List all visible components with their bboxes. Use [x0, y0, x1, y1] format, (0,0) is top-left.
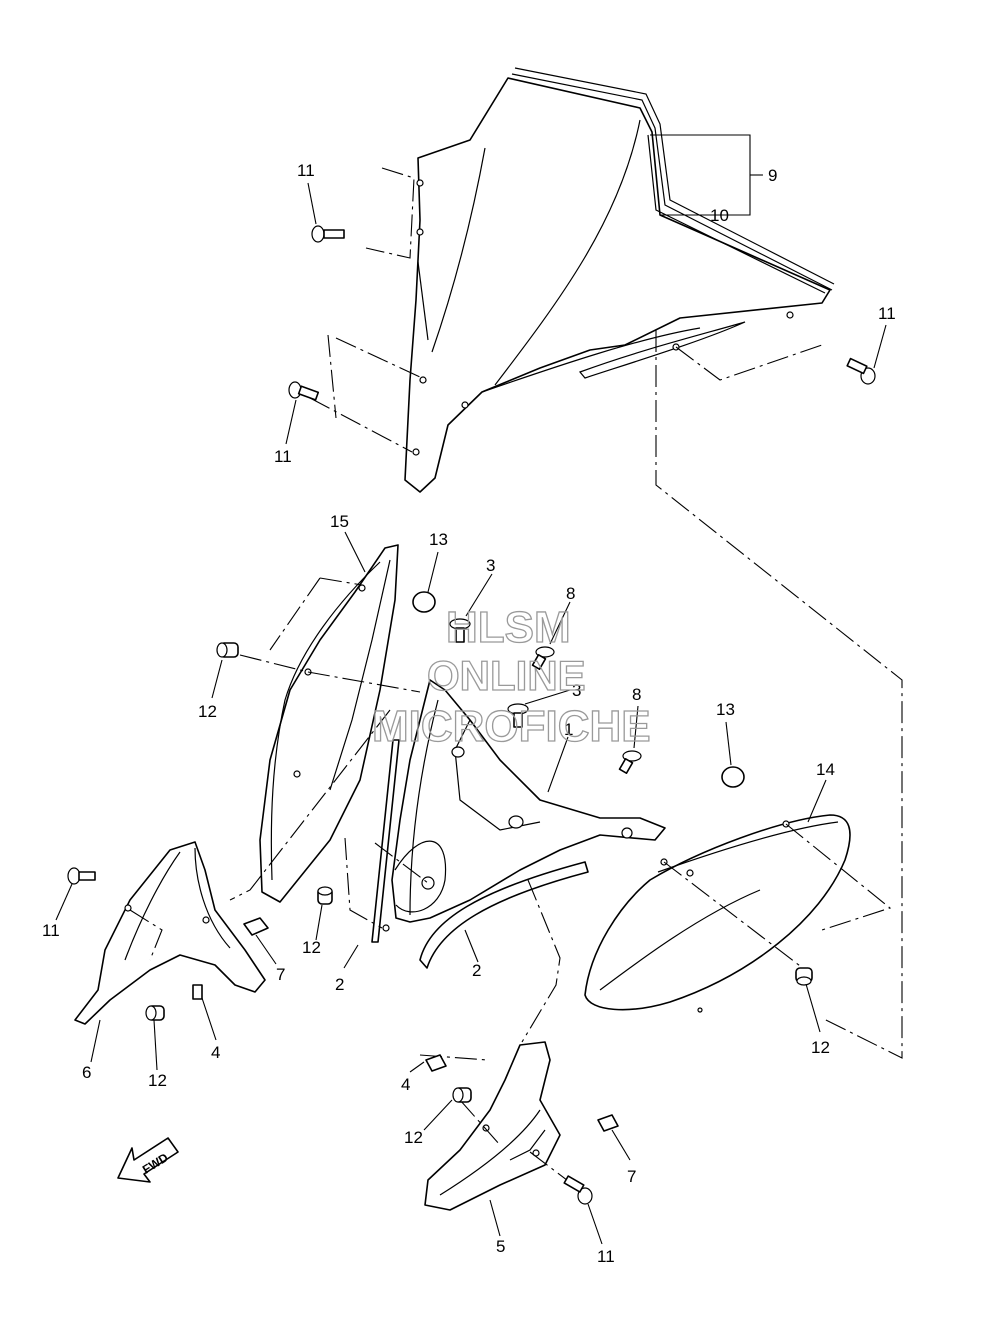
callout-12: 12	[404, 1128, 423, 1147]
callout-12: 12	[148, 1071, 167, 1090]
callout-11: 11	[297, 161, 315, 180]
callout-labels: 9 10 11 11 11 15 13 3 8 3 1 8 13 14 12 1…	[42, 161, 896, 1266]
inner-panel	[382, 679, 666, 932]
bolt-icon	[507, 703, 529, 728]
collar-icon	[317, 886, 333, 905]
watermark-line-1: HLSM	[446, 603, 571, 652]
callout-11: 11	[42, 921, 60, 940]
windscreen-trim	[511, 67, 835, 294]
center-lines	[129, 167, 903, 1191]
screws-11	[67, 225, 876, 1205]
collar-icon	[795, 967, 813, 986]
collar-icon	[216, 642, 239, 658]
screw-icon	[846, 357, 876, 385]
callout-4: 4	[211, 1043, 220, 1062]
callout-12: 12	[198, 702, 217, 721]
bolt-icon	[449, 618, 471, 643]
callout-5: 5	[496, 1237, 505, 1256]
watermark-line-3: MICROFICHE	[372, 702, 651, 751]
callout-8: 8	[632, 685, 641, 704]
callout-11: 11	[597, 1247, 615, 1266]
callout-12: 12	[302, 938, 321, 957]
screw-icon	[563, 1175, 593, 1205]
nut-icon	[597, 1114, 619, 1132]
grommets	[412, 591, 745, 788]
callout-11: 11	[878, 304, 896, 323]
callout-6: 6	[82, 1063, 91, 1082]
callout-8: 8	[566, 584, 575, 603]
side-panel-right	[584, 814, 851, 1013]
callout-3: 3	[572, 681, 581, 700]
bolt-icon	[531, 646, 555, 670]
callout-13: 13	[429, 530, 448, 549]
nut-icon	[192, 984, 203, 1000]
bolt-icon	[618, 750, 642, 774]
callout-9: 9	[768, 166, 777, 185]
callout-15: 15	[330, 512, 349, 531]
collar-icon	[145, 1005, 165, 1021]
windscreen	[404, 77, 831, 493]
callout-14: 14	[816, 760, 835, 779]
screw-icon	[311, 225, 345, 243]
callout-13: 13	[716, 700, 735, 719]
callout-2: 2	[472, 961, 481, 980]
callout-7: 7	[627, 1167, 636, 1186]
callout-4: 4	[401, 1075, 410, 1094]
front-side-cover	[74, 841, 266, 1025]
screw-icon	[288, 381, 320, 401]
grommet-icon	[721, 766, 745, 788]
forward-arrow-icon: FWD	[117, 1137, 179, 1183]
grommet-icon	[412, 591, 436, 613]
collars-12	[145, 642, 813, 1103]
watermark-line-2: ONLINE	[427, 652, 586, 699]
callout-3: 3	[486, 556, 495, 575]
callout-12: 12	[811, 1038, 830, 1057]
screw-icon	[67, 867, 96, 885]
callout-leaders	[55, 134, 887, 1245]
callout-1: 1	[564, 720, 573, 739]
nut-icon	[243, 917, 269, 936]
nuts	[192, 917, 619, 1132]
seal-strip-curved	[419, 861, 589, 969]
bolts-3-8	[449, 618, 642, 774]
nut-icon	[425, 1054, 447, 1072]
callout-2: 2	[335, 975, 344, 994]
callout-11: 11	[274, 447, 292, 466]
callout-10: 10	[710, 206, 729, 225]
seal-strip-vertical	[371, 739, 400, 943]
lower-cowl	[424, 1041, 561, 1211]
collar-icon	[452, 1087, 472, 1103]
callout-7: 7	[276, 965, 285, 984]
watermark: HLSM ONLINE MICROFICHE	[371, 602, 651, 751]
